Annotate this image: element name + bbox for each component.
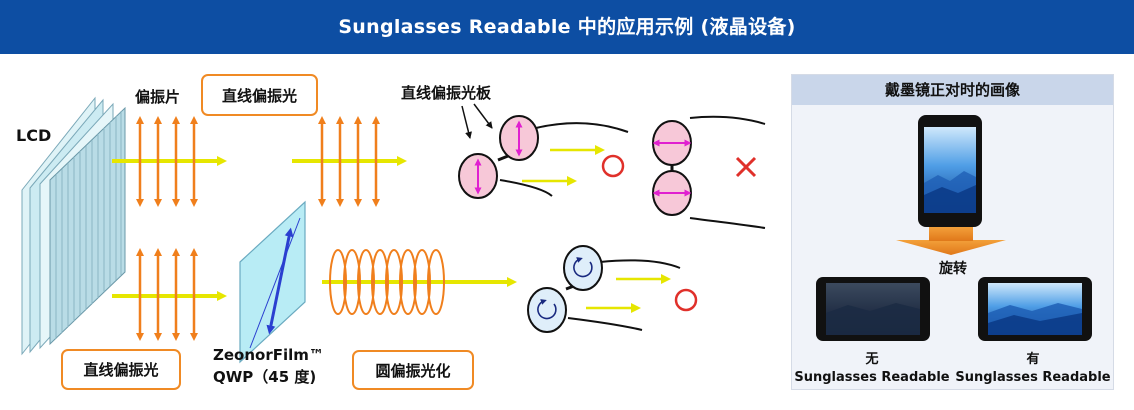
pointer-arrow-2 bbox=[461, 105, 472, 139]
panel-graphics bbox=[816, 115, 1092, 341]
lcd-label: LCD bbox=[16, 126, 52, 145]
polarizer-label: 偏振片 bbox=[135, 88, 181, 106]
caption-with-line1: 有 bbox=[1026, 352, 1040, 367]
polarization-diagram bbox=[21, 96, 766, 364]
result-ok-circle-top bbox=[601, 154, 625, 178]
result-ng-cross bbox=[735, 156, 757, 178]
rotate-arrow bbox=[896, 240, 1006, 255]
film-label-line1: ZeonorFilm™ bbox=[213, 346, 324, 364]
polarization-arrows-bottom-left bbox=[136, 248, 198, 341]
caption-without-line2: Sunglasses Readable bbox=[794, 370, 950, 385]
linear-polarized-light-box-bottom: 直线偏振光 bbox=[61, 349, 181, 390]
phone-rotated-without bbox=[816, 277, 930, 341]
linear-polarizer-plate-label: 直线偏振光板 bbox=[401, 84, 492, 102]
lcd-panel bbox=[21, 96, 126, 356]
phone-upright bbox=[918, 115, 982, 227]
glasses-upright bbox=[458, 115, 629, 199]
qwp-film bbox=[239, 200, 306, 364]
result-ok-circle-bottom bbox=[674, 288, 698, 312]
rotate-label: 旋转 bbox=[939, 261, 967, 277]
circular-polarization-coil bbox=[329, 249, 445, 315]
linear-polarized-light-box: 直线偏振光 bbox=[201, 74, 318, 116]
panel-title: 戴墨镜正对时的画像 bbox=[792, 75, 1113, 105]
film-label-line2: QWP（45 度) bbox=[213, 368, 317, 386]
phone-rotated-with bbox=[978, 277, 1092, 341]
caption-without-line1: 无 bbox=[865, 352, 879, 367]
page-title: Sunglasses Readable 中的应用示例 (液晶设备) bbox=[338, 16, 796, 38]
glasses-rotated bbox=[652, 115, 766, 229]
glasses-circular bbox=[527, 245, 681, 333]
comparison-panel: 戴墨镜正对时的画像 bbox=[791, 74, 1114, 390]
caption-with-line2: Sunglasses Readable bbox=[955, 370, 1111, 385]
polarization-arrows-top-left bbox=[136, 116, 198, 207]
circular-polarization-box: 圆偏振光化 bbox=[352, 350, 474, 390]
header-bar bbox=[0, 0, 1134, 54]
polarization-arrows-top-mid bbox=[318, 116, 380, 207]
pointer-arrow-1 bbox=[473, 103, 493, 129]
